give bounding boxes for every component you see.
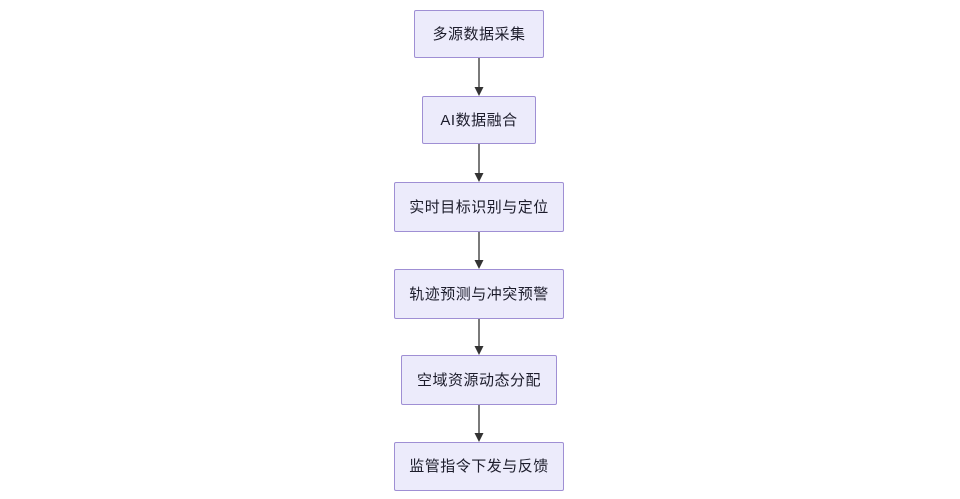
arrow-icon [474, 405, 484, 442]
flow-arrow [473, 405, 485, 442]
arrow-icon [474, 232, 484, 269]
flow-node-n1[interactable]: 多源数据采集 [414, 10, 544, 58]
flow-node-n3[interactable]: 实时目标识别与定位 [394, 182, 564, 232]
flow-node-label: AI数据融合 [440, 111, 518, 129]
arrow-icon [474, 319, 484, 355]
flow-node-n6[interactable]: 监管指令下发与反馈 [394, 442, 564, 491]
arrow-icon [474, 58, 484, 96]
flow-arrow [473, 232, 485, 269]
flow-node-n2[interactable]: AI数据融合 [422, 96, 536, 144]
flow-node-label: 实时目标识别与定位 [409, 198, 549, 216]
flow-node-n4[interactable]: 轨迹预测与冲突预警 [394, 269, 564, 319]
flow-node-n5[interactable]: 空域资源动态分配 [401, 355, 557, 405]
flow-arrow [473, 58, 485, 96]
flow-arrow [473, 319, 485, 355]
flow-node-label: 多源数据采集 [432, 25, 526, 43]
flow-node-label: 轨迹预测与冲突预警 [409, 285, 549, 303]
flow-node-label: 监管指令下发与反馈 [409, 458, 549, 475]
flow-node-label: 空域资源动态分配 [416, 371, 541, 389]
arrow-icon [474, 144, 484, 182]
flow-arrow [473, 144, 485, 182]
